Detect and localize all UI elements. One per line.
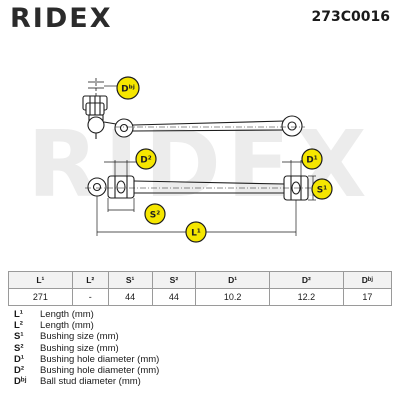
header: RIDEX 273C0016: [0, 0, 400, 36]
legend-description: Length (mm): [40, 309, 94, 320]
legend-item: D² Bushing hole diameter (mm): [14, 365, 394, 376]
svg-text:L¹: L¹: [191, 229, 201, 239]
table-header-cell: S¹: [107, 271, 153, 289]
table-header-cell: L¹: [8, 271, 73, 289]
table-cell: 10.2: [195, 288, 271, 306]
brand-logo: RIDEX: [10, 3, 113, 34]
legend-item: Dᵇʲ Ball stud diameter (mm): [14, 376, 394, 387]
legend-item: D¹ Bushing hole diameter (mm): [14, 354, 394, 365]
table-cell: 271: [8, 288, 73, 306]
legend-item: S² Bushing size (mm): [14, 343, 394, 354]
legend-description: Length (mm): [40, 320, 94, 332]
legend-symbol: D²: [14, 364, 25, 376]
svg-text:S²: S²: [150, 211, 160, 221]
legend-symbol: S²: [14, 342, 24, 354]
table-header-row: L¹ L² S¹ S² D¹ D² Dᵇʲ: [8, 271, 393, 289]
legend-symbol: L²: [14, 320, 23, 332]
table-cell: 44: [151, 288, 197, 306]
legend-symbol: S¹: [14, 331, 24, 343]
callout-l1: L¹: [185, 221, 207, 243]
dimensions-table: L¹ L² S¹ S² D¹ D² Dᵇʲ 271 - 44 44 10.2 1…: [8, 271, 393, 306]
table-header-cell: D²: [269, 271, 344, 289]
callout-s2: S²: [144, 203, 166, 225]
arm-top-view: [82, 78, 305, 139]
part-number: 273C0016: [311, 9, 390, 25]
svg-text:D¹: D¹: [306, 156, 317, 166]
table-header-cell: Dᵇʲ: [342, 271, 393, 289]
legend-description: Bushing size (mm): [40, 342, 119, 354]
legend-item: L¹ Length (mm): [14, 309, 394, 320]
table-cell: -: [71, 288, 109, 306]
callout-d1: D¹: [301, 148, 323, 170]
callout-ball-stud: Dᵇʲ: [116, 76, 140, 100]
legend-symbol: L¹: [14, 309, 23, 320]
legend-description: Ball stud diameter (mm): [40, 376, 141, 388]
table-header-cell: S²: [151, 271, 197, 289]
legend-symbol: D¹: [14, 353, 25, 365]
legend-description: Bushing size (mm): [40, 331, 119, 343]
table-cell: 12.2: [269, 288, 344, 306]
table-cell: 17: [342, 288, 393, 306]
svg-text:D²: D²: [140, 156, 151, 166]
legend-description: Bushing hole diameter (mm): [40, 353, 160, 365]
technical-drawing: RIDEX: [27, 76, 367, 243]
callout-s1: S¹: [311, 178, 333, 200]
svg-text:Dᵇʲ: Dᵇʲ: [121, 85, 135, 95]
svg-text:S¹: S¹: [317, 186, 327, 196]
legend-item: S¹ Bushing size (mm): [14, 331, 394, 342]
table-header-cell: D¹: [195, 271, 271, 289]
legend-description: Bushing hole diameter (mm): [40, 364, 160, 376]
legend: L¹ Length (mm) L² Length (mm) S¹ Bushing…: [14, 309, 394, 387]
arm-side-view: [85, 175, 320, 201]
legend-symbol: Dᵇʲ: [14, 376, 27, 388]
table-cell: 44: [107, 288, 153, 306]
table-header-cell: L²: [71, 271, 109, 289]
table-row: 271 - 44 44 10.2 12.2 17: [8, 288, 393, 306]
callout-d2: D²: [135, 148, 157, 170]
legend-item: L² Length (mm): [14, 320, 394, 331]
